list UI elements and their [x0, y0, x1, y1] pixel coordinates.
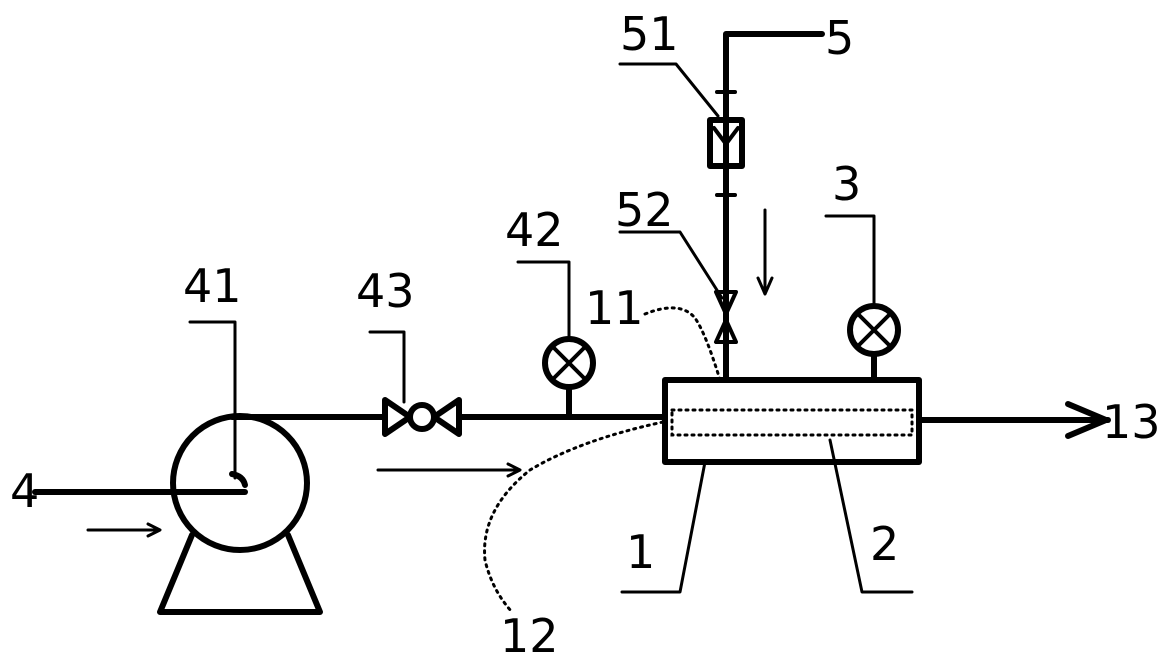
label-13: 13 — [1102, 395, 1161, 449]
module-housing — [662, 377, 922, 465]
inlet-flow-arrow — [86, 522, 162, 538]
outlet-arrow — [1065, 401, 1109, 439]
gauge-42-cross — [551, 345, 587, 381]
pump-body — [170, 413, 310, 553]
leader-12 — [483, 420, 665, 614]
check-valve-51-body — [707, 117, 745, 169]
label-41: 41 — [183, 259, 242, 313]
membrane-tube — [670, 408, 914, 437]
check-valve-51 — [707, 117, 745, 169]
label-12: 12 — [500, 609, 559, 663]
label-11: 11 — [585, 281, 644, 335]
label-2: 2 — [870, 517, 899, 571]
valve-43-right-triangle — [431, 397, 462, 437]
leader-11 — [643, 306, 722, 382]
check-valve-51-arrow — [712, 126, 740, 146]
leader-52 — [618, 230, 724, 300]
leader-41 — [188, 320, 237, 480]
valve-52-bottom-triangle — [714, 318, 738, 344]
label-5: 5 — [825, 11, 854, 65]
label-42: 42 — [505, 203, 564, 257]
valve-43 — [382, 397, 462, 437]
pressure-gauge-42 — [542, 336, 596, 418]
leader-51 — [618, 62, 720, 118]
label-4: 4 — [10, 464, 39, 518]
gauge-3-cross — [856, 312, 892, 348]
label-51: 51 — [620, 7, 679, 61]
valve-43-center — [407, 402, 437, 432]
pump-stand — [157, 532, 323, 615]
leader-42 — [516, 260, 571, 342]
leader-2 — [828, 438, 914, 594]
leader-1 — [620, 460, 707, 594]
feed-flow-arrow — [756, 208, 774, 296]
valve-52-top-triangle — [714, 290, 738, 316]
label-52: 52 — [615, 183, 674, 237]
leader-43 — [368, 330, 406, 404]
label-3: 3 — [832, 157, 861, 211]
label-1: 1 — [626, 525, 655, 579]
label-43: 43 — [356, 264, 415, 318]
valve-52 — [714, 290, 738, 344]
pressure-gauge-3 — [847, 303, 901, 383]
feed-pipe-5 — [723, 31, 825, 383]
valve-43-left-triangle — [382, 397, 413, 437]
membrane-module — [662, 377, 922, 465]
pump — [157, 413, 323, 615]
main-flow-arrow — [376, 462, 522, 478]
leader-3 — [824, 214, 876, 308]
